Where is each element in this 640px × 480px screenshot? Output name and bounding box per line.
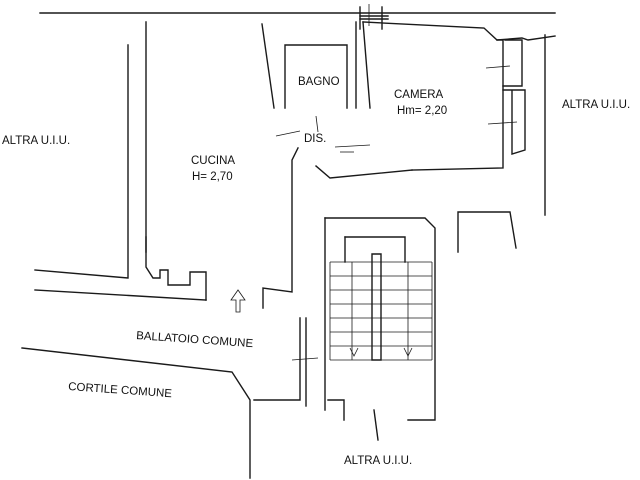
bathroom-walls [275,44,348,137]
stair-treads [329,261,433,361]
ballatoio-walls [253,317,379,441]
right-neighbour-walls [457,34,556,253]
label-cucina-height: H= 2,70 [192,171,233,183]
label-altra-uiu-bottom: ALTRA U.I.U. [344,455,412,467]
label-dis: DIS. [304,133,326,145]
kitchen-walls [34,21,299,309]
label-cortile-comune: CORTILE COMUNE [68,381,173,400]
top-boundary-wall [39,4,556,30]
label-camera-height: Hm= 2,20 [397,105,447,117]
label-cucina: CUCINA [191,155,235,167]
label-camera: CAMERA [394,89,444,101]
left-neighbour-wall [21,44,251,479]
label-bagno: BAGNO [298,76,340,88]
label-altra-uiu-right: ALTRA U.I.U. [562,99,630,111]
entry-arrow-icon [230,289,246,313]
stair-core [324,217,436,421]
label-ballatoio-comune: BALLATOIO COMUNE [136,330,254,350]
label-altra-uiu-left: ALTRA U.I.U. [2,135,70,147]
